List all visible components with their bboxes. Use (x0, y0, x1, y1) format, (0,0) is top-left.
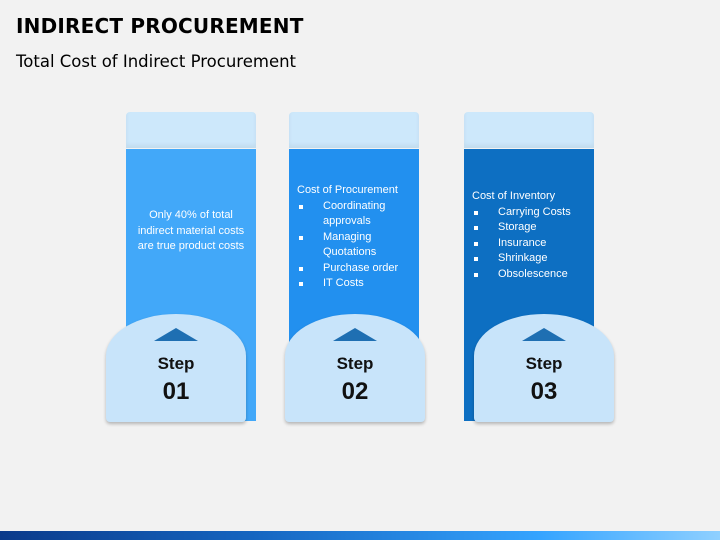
list-item: Managing Quotations (297, 230, 415, 261)
step-02-number: 02 (341, 378, 369, 405)
list-item: Insurance (472, 236, 590, 252)
step-03-content: Cost of Inventory Carrying Costs Storage… (472, 189, 590, 282)
step-03-cap (464, 112, 594, 148)
up-arrow-icon (154, 328, 198, 341)
step-01-label: Step (157, 354, 195, 373)
step-01-column: Only 40% of total indirect material cost… (106, 112, 276, 424)
step-02-label: Step (336, 354, 374, 373)
step-01-badge: Step 01 (106, 314, 246, 422)
step-01-text: Only 40% of total indirect material cost… (137, 209, 245, 252)
step-02-content: Cost of Procurement Coordinating approva… (297, 183, 415, 292)
list-item: Storage (472, 220, 590, 236)
step-02-cap (289, 112, 419, 148)
step-02-list: Coordinating approvals Managing Quotatio… (297, 199, 415, 292)
list-item: Shrinkage (472, 251, 590, 267)
list-item: Obsolescence (472, 267, 590, 283)
up-arrow-icon (522, 328, 566, 341)
step-01-cap (126, 112, 256, 148)
step-02-heading: Cost of Procurement (297, 184, 398, 196)
step-03-label: Step (525, 354, 563, 373)
step-03-number: 03 (530, 378, 558, 405)
up-arrow-icon (333, 328, 377, 341)
page-subtitle: Total Cost of Indirect Procurement (16, 52, 297, 71)
list-item: Coordinating approvals (297, 199, 415, 230)
step-03-heading: Cost of Inventory (472, 190, 556, 202)
list-item: Purchase order (297, 261, 415, 277)
step-02-badge: Step 02 (285, 314, 425, 422)
step-01-number: 01 (162, 378, 190, 405)
list-item: IT Costs (297, 276, 415, 292)
page-title: INDIRECT PROCUREMENT (16, 14, 304, 38)
step-03-column: Cost of Inventory Carrying Costs Storage… (464, 112, 614, 424)
step-03-badge: Step 03 (474, 314, 614, 422)
step-03-list: Carrying Costs Storage Insurance Shrinka… (472, 205, 590, 283)
step-02-column: Cost of Procurement Coordinating approva… (285, 112, 439, 424)
bottom-accent-bar (0, 531, 720, 540)
list-item: Carrying Costs (472, 205, 590, 221)
